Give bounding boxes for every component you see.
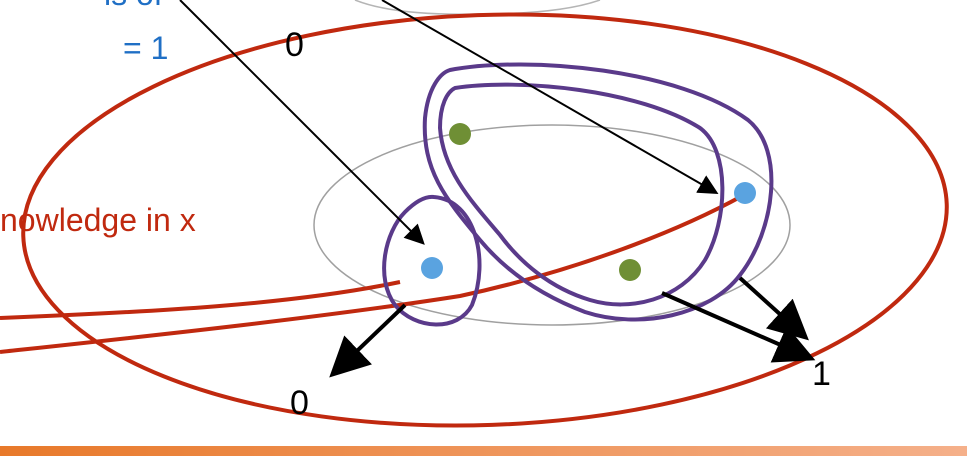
arrow-top-right: [381, 0, 719, 194]
arrow-to-bottom-zero: [329, 303, 407, 378]
blue-point-right: [734, 182, 756, 204]
purple-large-loop-inner: [437, 82, 725, 307]
blue-point-left: [421, 257, 443, 279]
arrow-blue-to-one: [738, 276, 809, 341]
red-curve-lower: [0, 194, 743, 354]
green-point-bottom: [619, 259, 641, 281]
green-point-top: [449, 123, 471, 145]
red-large-ellipse: [21, 12, 949, 428]
purple-large-loop-outer: [422, 62, 774, 322]
knowledge-label: nowledge in x: [0, 202, 196, 238]
top-blue-fragment-label: ls of: [104, 0, 163, 13]
gray-set-ellipse: [313, 124, 791, 326]
eq-one-label: = 1: [123, 30, 169, 66]
bottom-one-label: 1: [812, 355, 831, 393]
bottom-zero-label: 0: [290, 384, 309, 422]
arrow-top-left: [179, 0, 425, 245]
arrow-green-to-one: [661, 291, 816, 363]
red-curve-upper: [0, 280, 401, 320]
purple-small-loop: [382, 194, 482, 327]
bottom-gradient-bar: [0, 446, 967, 456]
top-zero-label: 0: [285, 26, 304, 64]
top-ellipse-fragment: [354, 0, 601, 15]
